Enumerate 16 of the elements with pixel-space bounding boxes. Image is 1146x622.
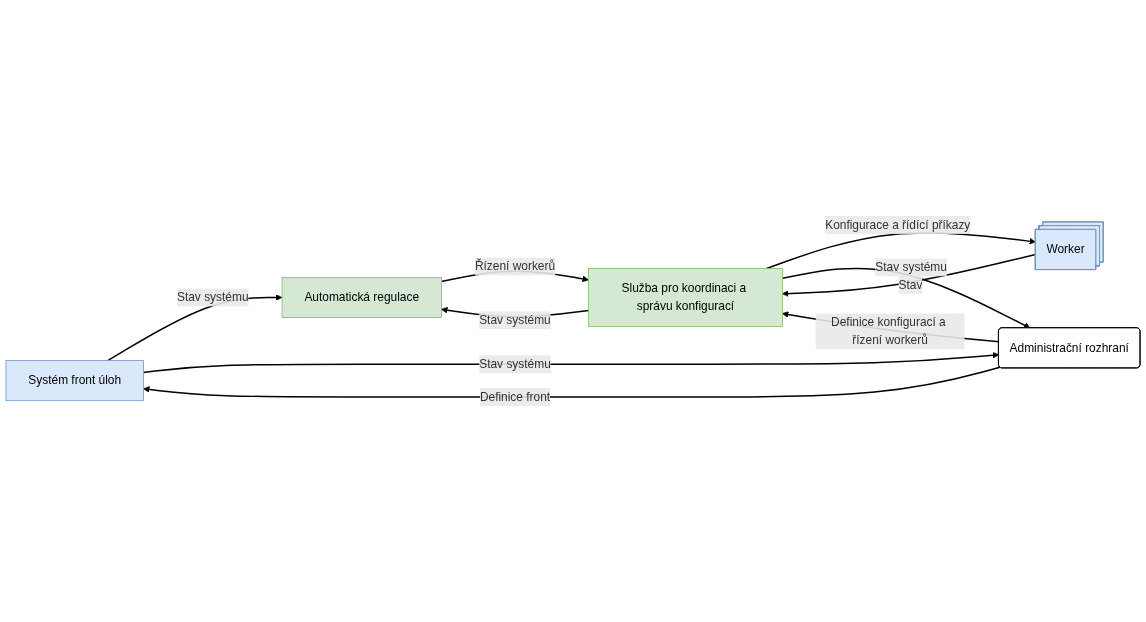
node-box: Automatická regulace (281, 277, 442, 318)
node-box: Systém front úloh (5, 360, 144, 402)
edge-label: Stav systému (875, 260, 947, 274)
edge-label: Konfigurace a řídící příkazy (825, 218, 971, 231)
arrow (143, 366, 1001, 398)
edge-label: Definice front (479, 390, 551, 403)
edge-label: Řízení workerů (474, 259, 556, 273)
edge-label: Stav systému (479, 313, 551, 327)
edge-label: Definice konfigurací a řízení workerů (831, 315, 946, 347)
arrow (142, 351, 1000, 374)
edge-label: Stav systému (176, 290, 249, 304)
edge-label: Stav (898, 278, 923, 291)
node-box: Služba pro koordinaci a správu konfigurací (588, 268, 783, 327)
edge-label: Stav systému (479, 357, 551, 371)
arrow (781, 267, 1031, 329)
arrow (782, 253, 1037, 297)
